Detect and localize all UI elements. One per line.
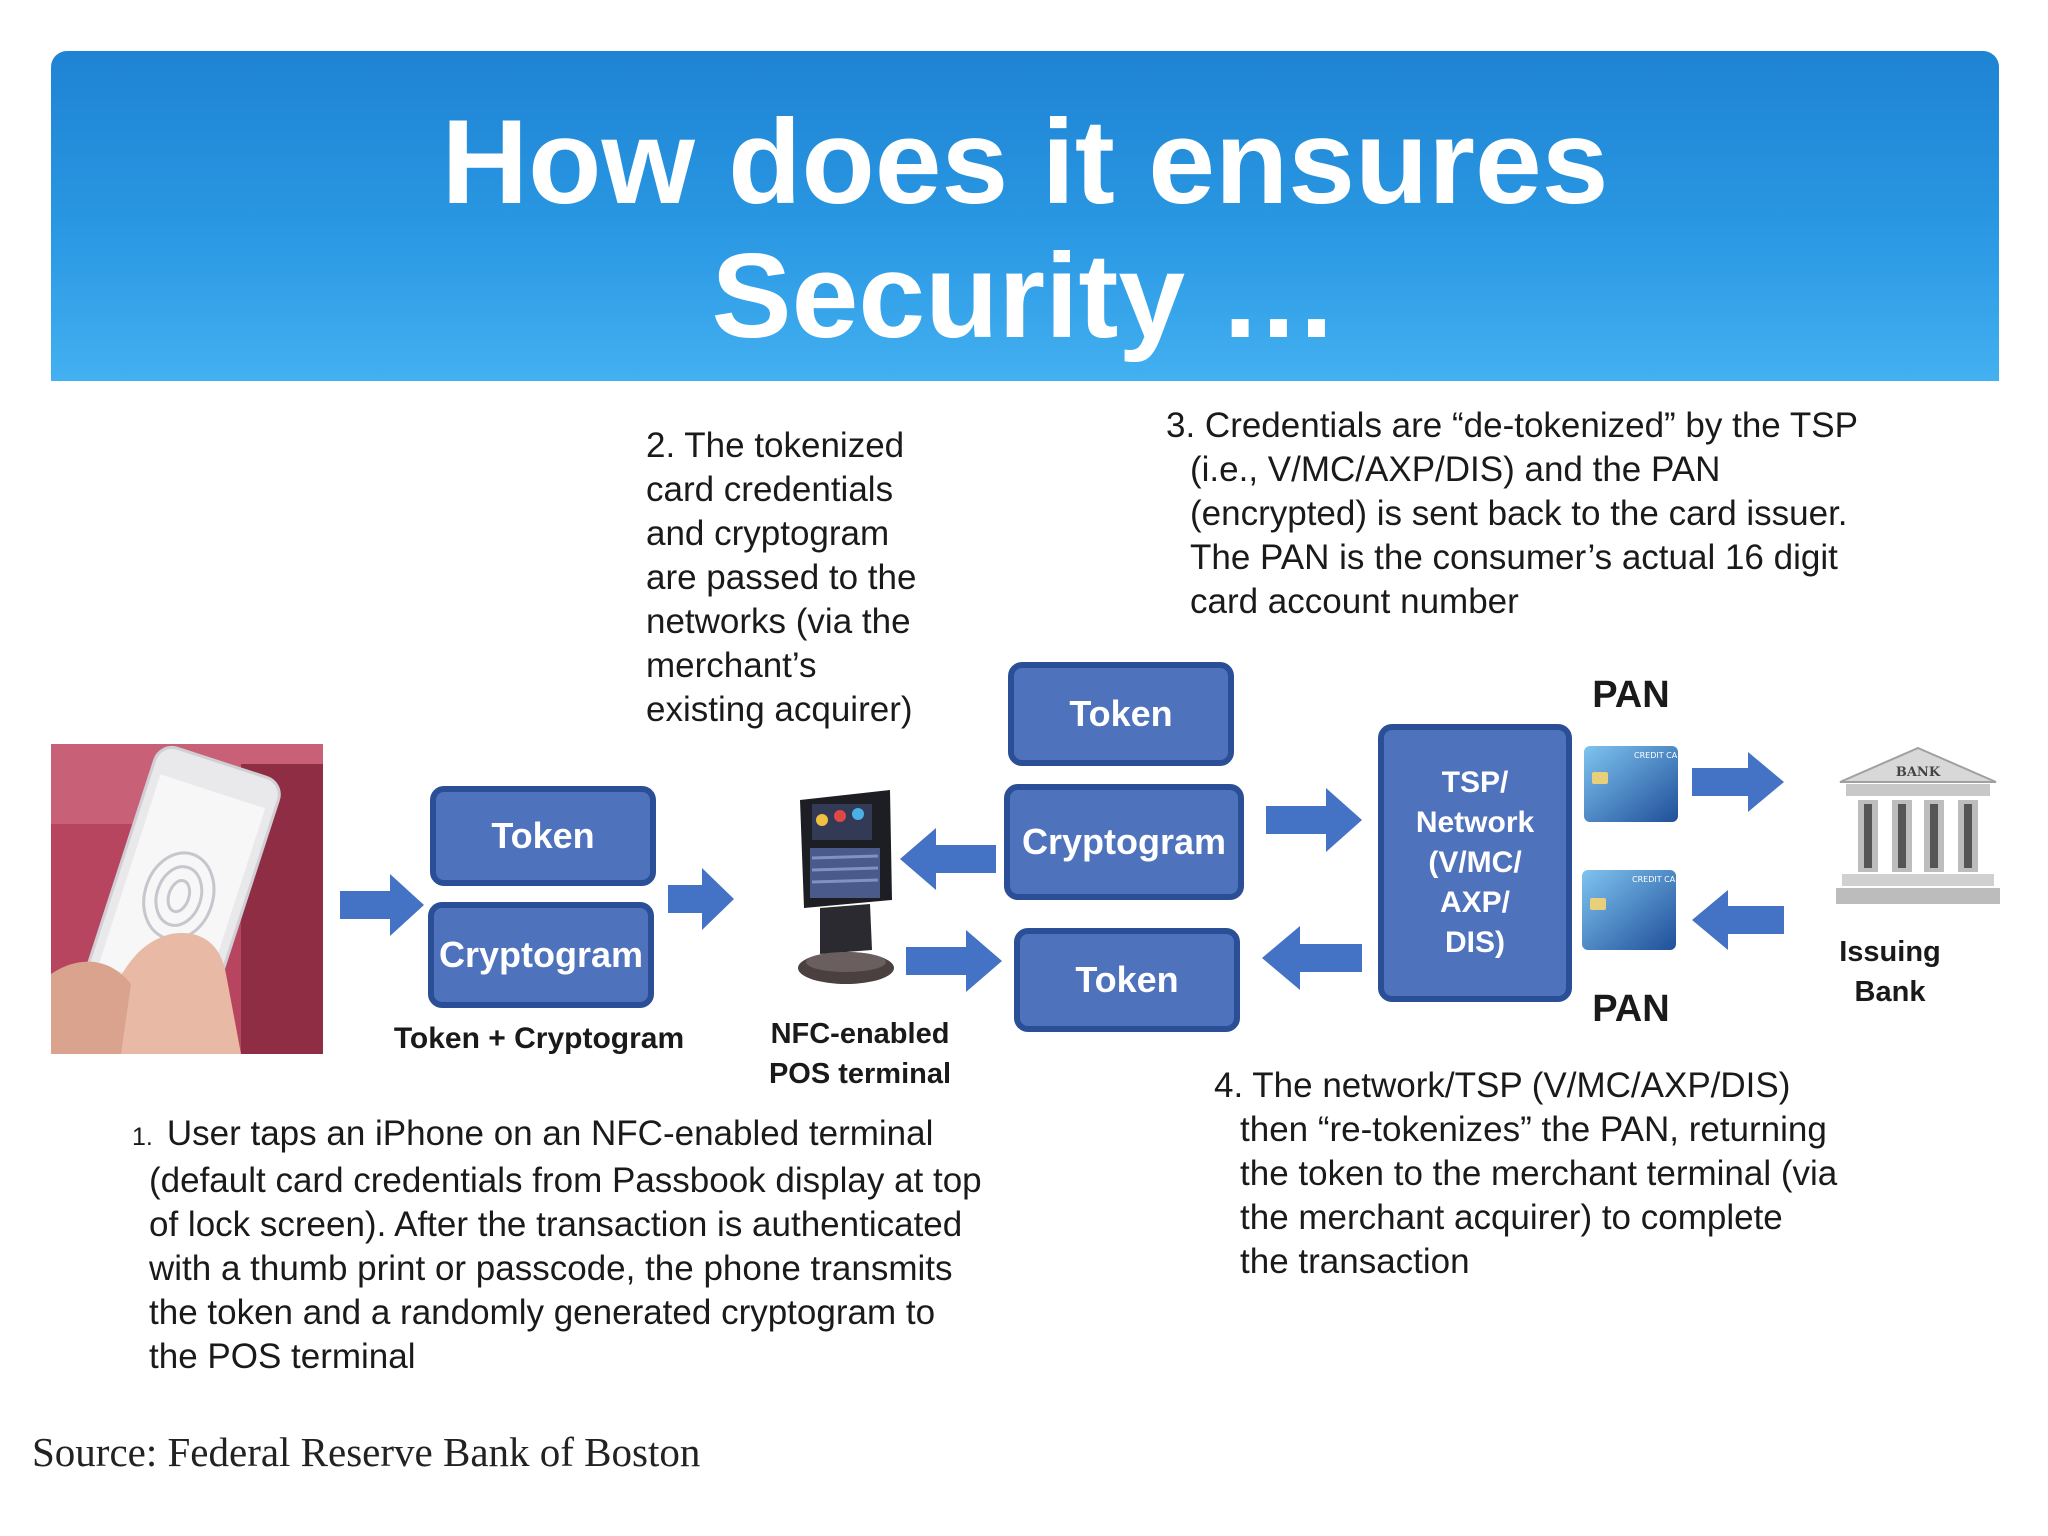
- step2-text: 2. The tokenized card credentials and cr…: [646, 426, 917, 729]
- token-cryptogram-label: Token + Cryptogram: [393, 1022, 685, 1055]
- phone-fingerprint-image: [51, 744, 323, 1054]
- credit-card-icon: CREDIT CARD: [1582, 870, 1678, 950]
- credit-card-icon: CREDIT CARD: [1584, 746, 1680, 822]
- credit-card-label: CREDIT CARD: [1634, 751, 1680, 760]
- credit-card-label: CREDIT CARD: [1632, 875, 1678, 884]
- step3-text: 3. Credentials are “de-tokenized” by the…: [1166, 406, 1858, 621]
- title-banner: How does it ensures Security …: [51, 51, 1999, 381]
- token-box-1: Token: [430, 786, 656, 886]
- arrow-icon: [1692, 890, 1784, 950]
- pan-label-bottom: PAN: [1592, 988, 1670, 1030]
- source-citation: Source: Federal Reserve Bank of Boston: [32, 1429, 701, 1475]
- arrow-icon: [668, 868, 734, 930]
- token-box-2: Token: [1008, 662, 1234, 766]
- step1-text: 1.User taps an iPhone on an NFC-enabled …: [132, 1114, 982, 1376]
- bank-building-icon: BANK: [1836, 746, 2000, 904]
- title-line-1: How does it ensures: [441, 95, 1609, 229]
- arrow-icon: [1692, 752, 1784, 812]
- title-line-2: Security …: [711, 229, 1339, 363]
- pos-terminal-label: NFC-enabled POS terminal: [768, 1018, 952, 1090]
- token-box-3: Token: [1014, 928, 1240, 1032]
- pos-terminal-icon: [798, 790, 894, 984]
- step4-text: 4. The network/TSP (V/MC/AXP/DIS) then “…: [1214, 1066, 1838, 1281]
- arrow-icon: [1266, 788, 1362, 852]
- arrow-icon: [1262, 926, 1362, 990]
- cryptogram-box-1: Cryptogram: [428, 902, 654, 1008]
- step1-number: 1.: [132, 1123, 153, 1151]
- arrow-icon: [906, 930, 1002, 992]
- tsp-network-box: TSP/ Network (V/MC/ AXP/ DIS): [1378, 724, 1572, 1002]
- arrow-icon: [900, 828, 996, 890]
- slide-title: How does it ensures Security …: [51, 95, 1999, 363]
- issuing-bank-label: Issuing Bank: [1839, 936, 1941, 1008]
- arrow-icon: [340, 874, 424, 936]
- cryptogram-box-2: Cryptogram: [1004, 784, 1244, 900]
- bank-sign-text: BANK: [1896, 765, 1941, 780]
- pan-label-top: PAN: [1592, 674, 1670, 716]
